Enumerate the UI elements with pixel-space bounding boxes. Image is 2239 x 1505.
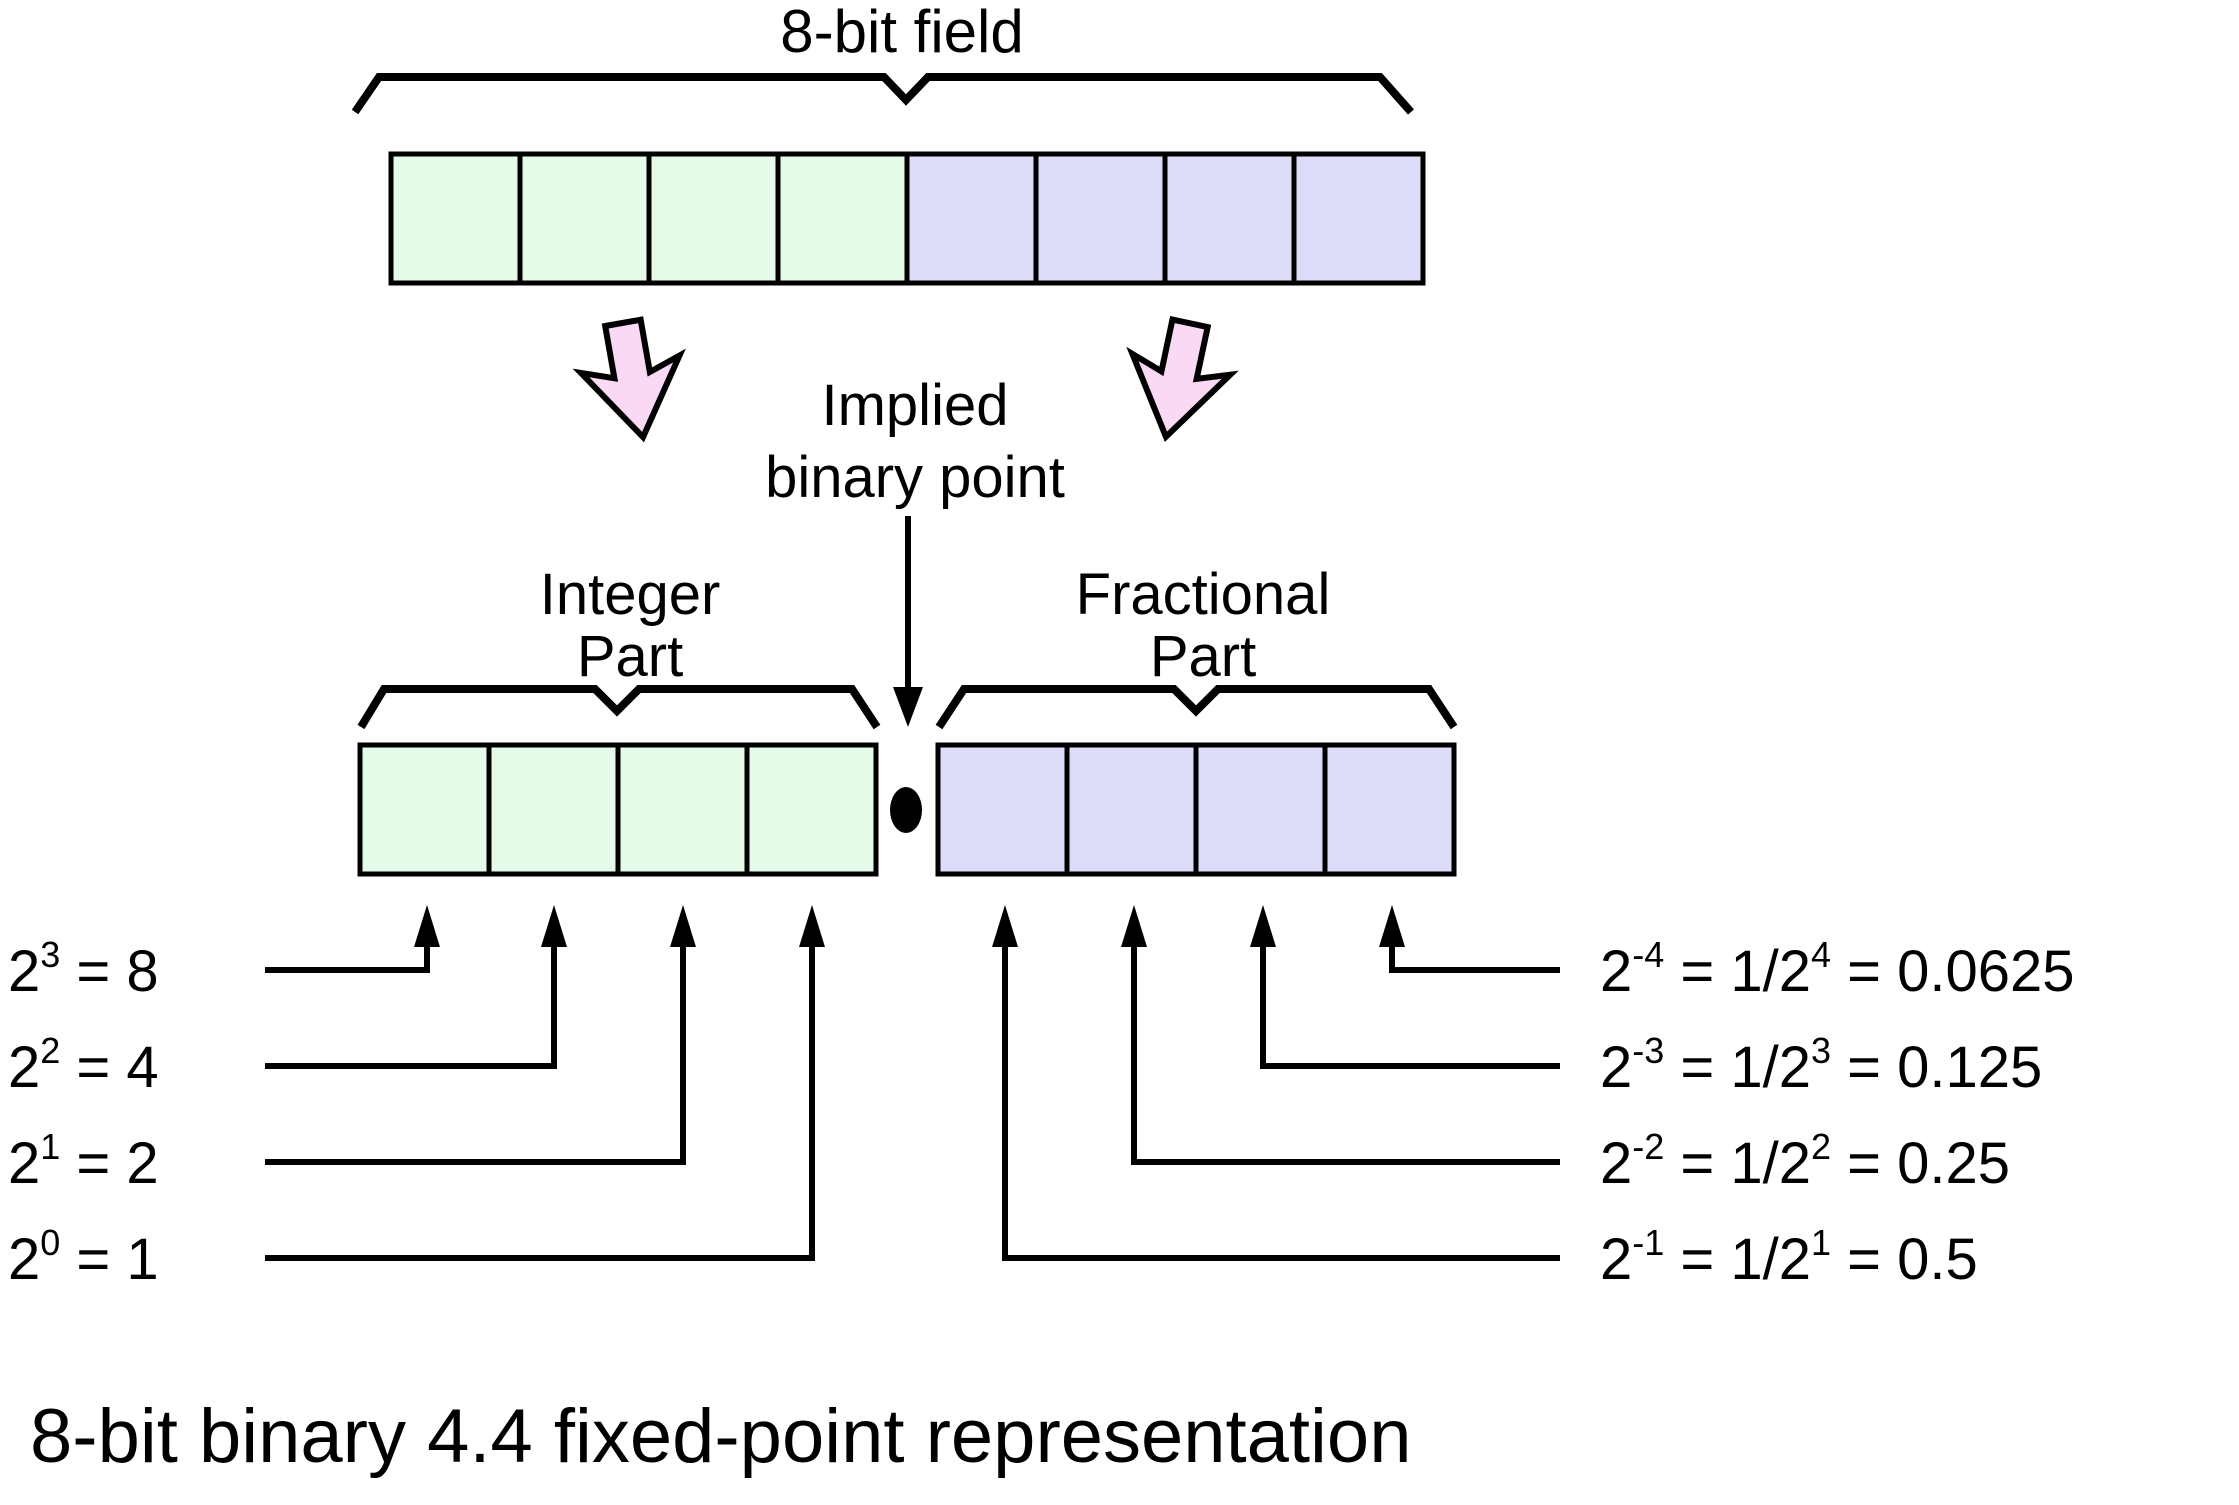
integer-weight-label: 22 = 4 [8, 1030, 159, 1100]
fractional-weight-arrow-0_0625 [1379, 905, 1560, 973]
integer-weight-label: 20 = 1 [8, 1222, 159, 1292]
fractional-bit-cell [935, 742, 1070, 877]
split-arrow-left-icon [572, 316, 686, 443]
field-bit-cell [775, 151, 910, 286]
field-title: 8-bit field [780, 0, 1023, 65]
field-bit-cell [646, 151, 781, 286]
field-bit-cell [517, 151, 652, 286]
integer-weight-arrow-8 [265, 905, 440, 973]
fractional-weight-arrow-0_5 [992, 905, 1560, 1261]
fractional-weight-label: 2-3 = 1/23 = 0.125 [1600, 1030, 2042, 1100]
field-bit-cell [1291, 151, 1426, 286]
field-bit-row [388, 151, 1426, 286]
fractional-weight-label: 2-4 = 1/24 = 0.0625 [1600, 934, 2075, 1004]
fractional-bit-cell [1193, 742, 1328, 877]
fractional-weight-label: 2-2 = 1/22 = 0.25 [1600, 1126, 2010, 1196]
implied-binary-point-label-line1: Implied [822, 373, 1009, 438]
binary-point-dot [890, 787, 922, 833]
fractional-weight-arrow-0_125 [1250, 905, 1560, 1069]
integer-bit-cell [615, 742, 750, 877]
field-bit-cell [1033, 151, 1168, 286]
field-brace [351, 73, 1414, 115]
integer-weight-label: 21 = 2 [8, 1126, 159, 1196]
implied-binary-point-arrow-icon [893, 516, 923, 727]
implied-binary-point-label-line2: binary point [765, 445, 1065, 510]
integer-weight-arrow-4 [265, 905, 567, 1069]
integer-bit-cell [744, 742, 879, 877]
integer-weight-arrow-1 [265, 905, 825, 1261]
fractional-part-brace [935, 685, 1458, 730]
fractional-bit-cell [1064, 742, 1199, 877]
fractional-bit-cell [1322, 742, 1457, 877]
integer-bit-cell [486, 742, 621, 877]
integer-bit-cell [357, 742, 492, 877]
integer-part-label-line2: Part [577, 624, 683, 689]
integer-part-brace [357, 685, 881, 730]
fractional-part-label-line2: Part [1150, 624, 1256, 689]
integer-part-label-line1: Integer [540, 562, 721, 627]
split-arrow-right-icon [1126, 315, 1239, 442]
fractional-bit-row [935, 742, 1457, 877]
integer-bit-row [357, 742, 879, 877]
fractional-weight-arrow-0_25 [1121, 905, 1560, 1165]
field-bit-cell [904, 151, 1039, 286]
field-bit-cell [1162, 151, 1297, 286]
fractional-weight-label: 2-1 = 1/21 = 0.5 [1600, 1222, 1978, 1292]
fractional-part-label-line1: Fractional [1076, 562, 1331, 627]
field-bit-cell [388, 151, 523, 286]
integer-weight-label: 23 = 8 [8, 934, 159, 1004]
integer-weight-arrow-2 [265, 905, 696, 1165]
diagram-caption: 8-bit binary 4.4 fixed-point representat… [30, 1394, 1411, 1479]
